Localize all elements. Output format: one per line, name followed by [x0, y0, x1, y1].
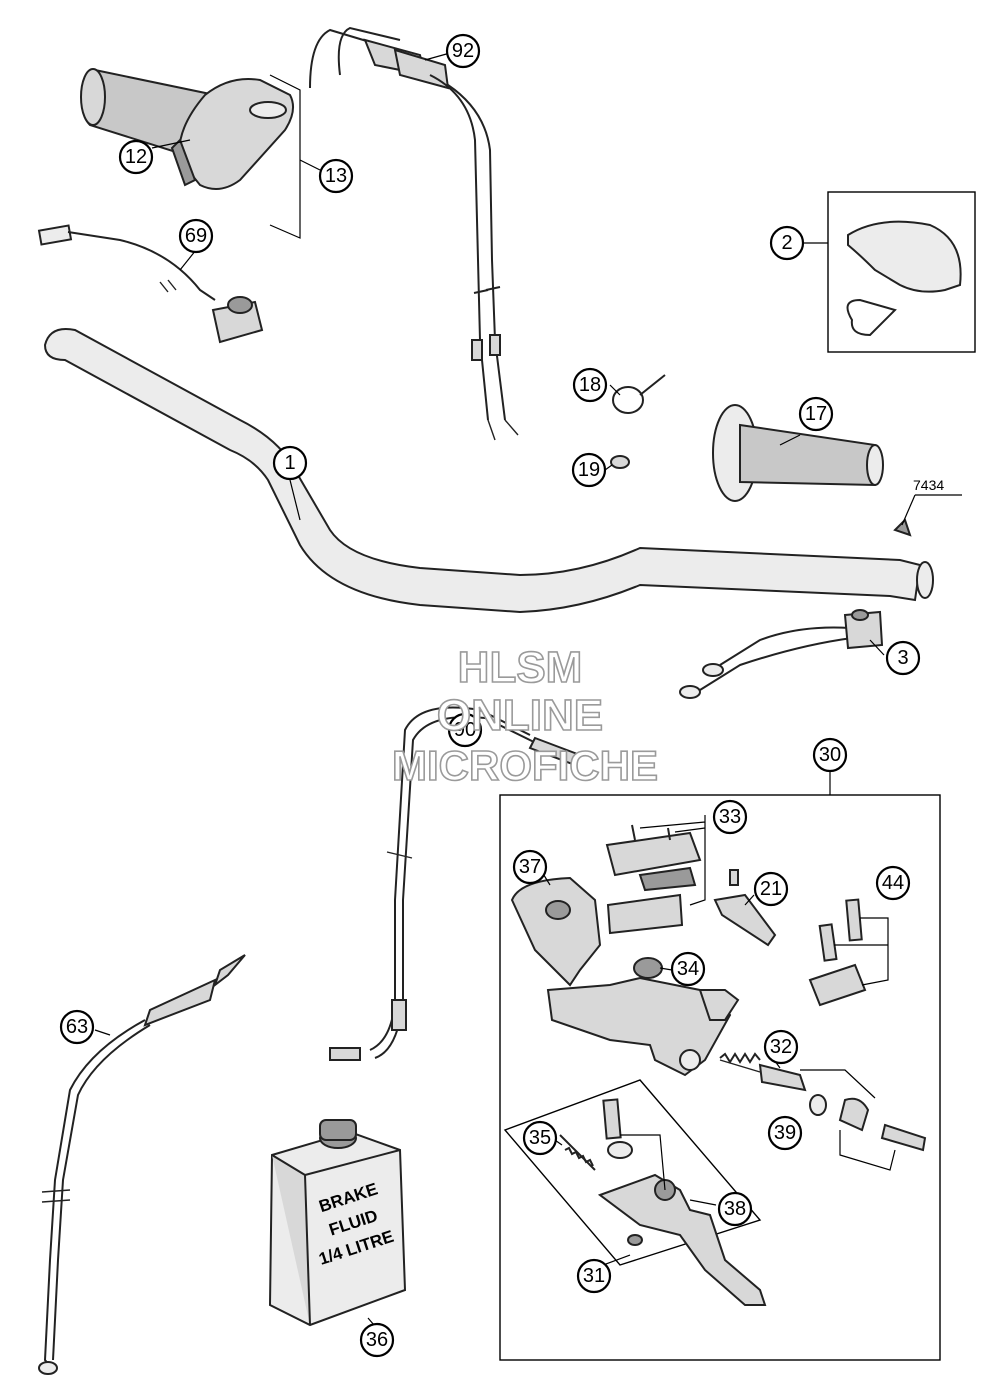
svg-text:37: 37 [519, 856, 541, 878]
reservoir-diaphragm [606, 893, 684, 935]
handlebar-clamp [808, 898, 889, 1007]
callout-36: 36 [359, 1322, 395, 1358]
svg-text:90: 90 [454, 719, 476, 741]
nut [610, 455, 630, 469]
throttle-housing [170, 78, 295, 190]
callout-44: 44 [875, 865, 911, 901]
svg-text:39: 39 [774, 1122, 796, 1144]
callout-35: 35 [522, 1120, 558, 1156]
watermark-line2: ONLINE [437, 691, 603, 740]
svg-text:21: 21 [760, 878, 782, 900]
start-button [679, 609, 884, 699]
svg-text:12: 12 [125, 146, 147, 168]
grip-cover [846, 220, 962, 337]
callout-13: 13 [318, 158, 354, 194]
svg-text:69: 69 [185, 225, 207, 247]
ref-code-7434: 7434 [913, 477, 944, 493]
master-cylinder-box [499, 794, 941, 1361]
boot-and-pin [809, 1094, 927, 1171]
watermark-line1: HLSM [458, 643, 583, 692]
svg-text:63: 63 [66, 1016, 88, 1038]
cable-tie [612, 374, 666, 414]
svg-text:30: 30 [819, 744, 841, 766]
svg-text:18: 18 [579, 374, 601, 396]
callout-37: 37 [512, 849, 548, 885]
piston-spring [719, 1052, 876, 1099]
left-grip [712, 404, 884, 502]
reservoir-cover [605, 815, 706, 906]
callout-12: 12 [118, 139, 154, 175]
svg-text:3: 3 [897, 647, 908, 669]
hydraulic-line [38, 954, 246, 1375]
svg-text:36: 36 [366, 1329, 388, 1351]
svg-text:38: 38 [724, 1198, 746, 1220]
bar-end-plug [893, 494, 962, 537]
callout-69: 69 [178, 218, 214, 254]
callout-39: 39 [767, 1115, 803, 1151]
callout-63: 63 [59, 1009, 95, 1045]
svg-text:33: 33 [719, 806, 741, 828]
svg-text:13: 13 [325, 165, 347, 187]
callout-90: 90 [447, 712, 483, 748]
callout-30: 30 [812, 737, 848, 773]
throttle-box-outline [269, 74, 321, 239]
callout-33: 33 [712, 799, 748, 835]
callout-34: 34 [670, 951, 706, 987]
callout-leaders [94, 52, 885, 1326]
throttle-cables [309, 26, 519, 441]
brake-lever [597, 1098, 767, 1306]
callout-3: 3 [885, 640, 921, 676]
svg-text:1: 1 [284, 452, 295, 474]
svg-text:44: 44 [882, 872, 904, 894]
svg-text:35: 35 [529, 1127, 551, 1149]
callout-19: 19 [571, 452, 607, 488]
grip-cover-box [827, 191, 976, 353]
svg-text:17: 17 [805, 403, 827, 425]
svg-text:34: 34 [677, 958, 699, 980]
lever-guard [510, 876, 602, 987]
callout-1: 1 [272, 445, 308, 481]
svg-text:31: 31 [583, 1265, 605, 1287]
callout-21: 21 [753, 871, 789, 907]
svg-text:32: 32 [770, 1036, 792, 1058]
brake-fluid-bottle [268, 1119, 407, 1327]
kill-switch [37, 224, 264, 344]
master-cylinder-body [546, 957, 740, 1077]
pivot-arm [713, 869, 777, 947]
watermark-line3: MICROFICHE [392, 742, 658, 789]
svg-text:92: 92 [452, 40, 474, 62]
callout-2: 2 [769, 225, 805, 261]
lever-spring-pin [559, 1134, 666, 1191]
svg-text:19: 19 [578, 459, 600, 481]
callout-38: 38 [717, 1191, 753, 1227]
callout-17: 17 [798, 396, 834, 432]
svg-text:2: 2 [781, 232, 792, 254]
lever-sub-box [503, 1079, 762, 1266]
callout-18: 18 [572, 367, 608, 403]
callout-32: 32 [763, 1029, 799, 1065]
callout-92: 92 [445, 33, 481, 69]
callout-31: 31 [576, 1258, 612, 1294]
